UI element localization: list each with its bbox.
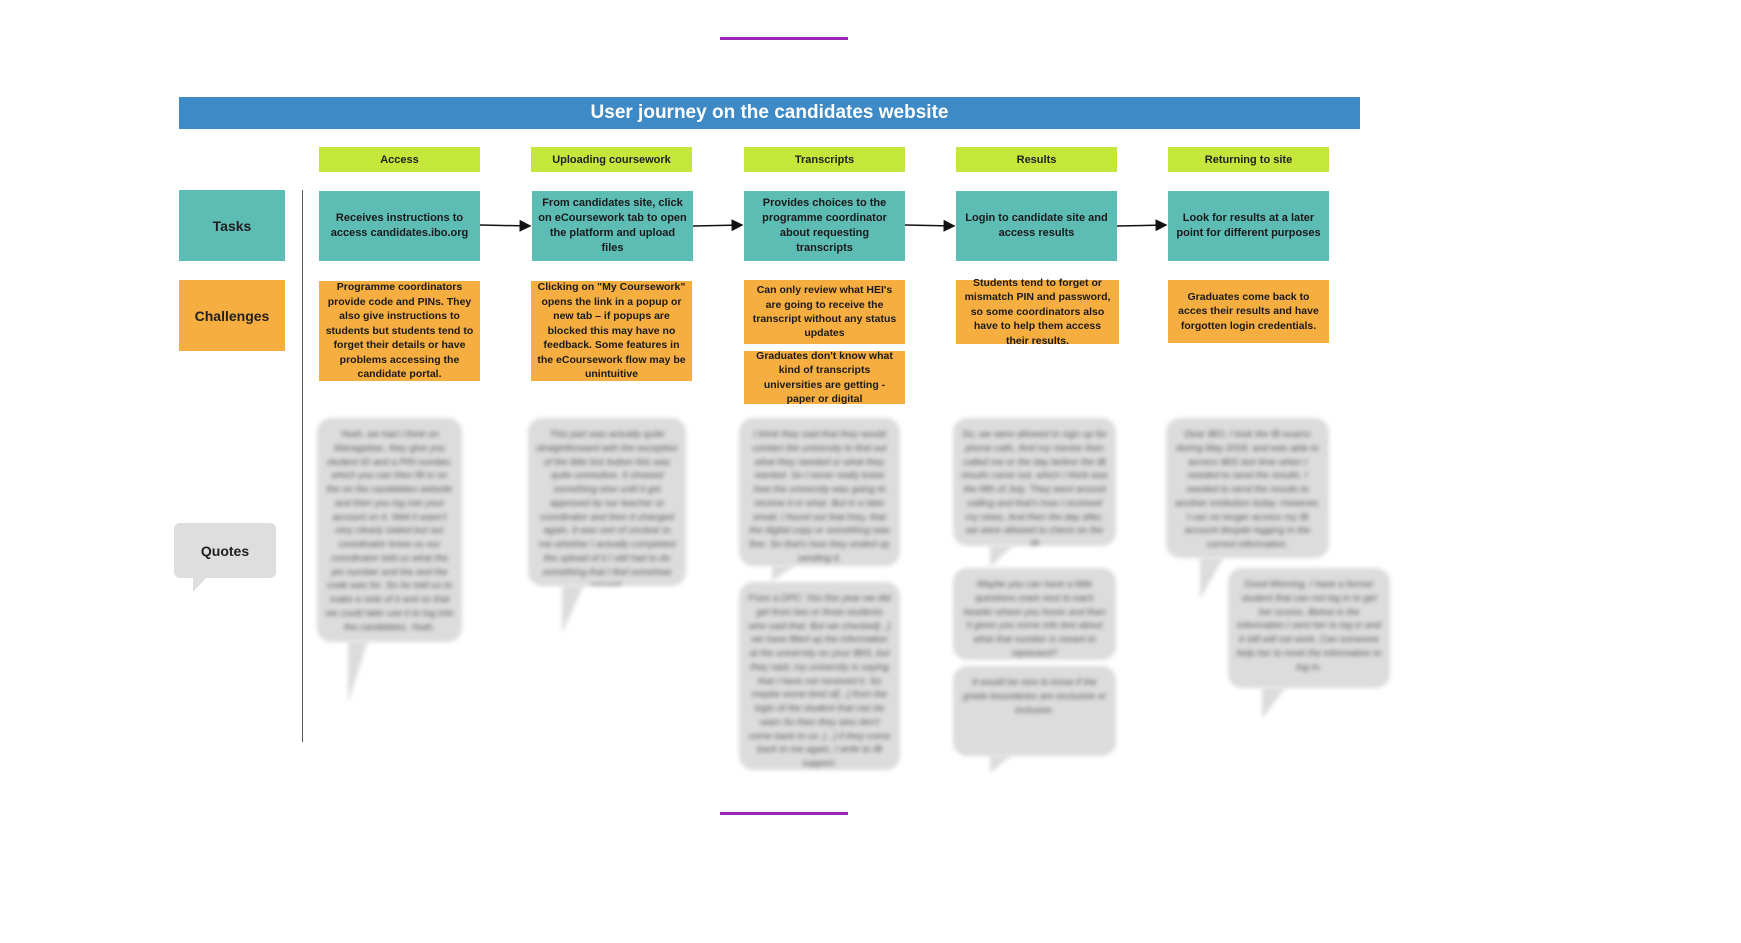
- journey-title: User journey on the candidates website: [590, 102, 949, 123]
- challenge-text: Graduates come back to acces their resul…: [1178, 290, 1319, 332]
- challenge-text: Students tend to forget or mismatch PIN …: [964, 276, 1111, 347]
- quote-bubble-returning-1: Dear IBO, I took the IB exams during May…: [1166, 418, 1329, 558]
- task-text: From candidates site, click on eCoursewo…: [538, 197, 687, 254]
- task-card-returning-to-site: Look for results at a later point for di…: [1168, 191, 1329, 261]
- quote-text: From a DPC: Yes this year we did get fro…: [748, 593, 891, 770]
- quotes-label-tail: [193, 577, 207, 592]
- challenge-card-returning-to-site: Graduates come back to acces their resul…: [1168, 280, 1329, 343]
- task-text: Look for results at a later point for di…: [1176, 212, 1321, 239]
- flow-arrow: [692, 219, 744, 232]
- stage-header-transcripts: Transcripts: [744, 147, 905, 172]
- challenge-text: Programme coordinators provide code and …: [325, 281, 474, 381]
- quotes-label-text: Quotes: [200, 542, 250, 559]
- stage-header-access: Access: [319, 147, 480, 172]
- quote-bubble-transcripts-2: From a DPC: Yes this year we did get fro…: [739, 582, 900, 770]
- task-text: Receives instructions to access candidat…: [330, 212, 469, 239]
- flow-arrow: [1116, 219, 1168, 232]
- quote-bubble-tail: [990, 755, 1012, 773]
- quote-text: Maybe you can have a little questions ma…: [963, 579, 1106, 659]
- quote-bubble-uploading-coursework: This part was actually quite straightfor…: [528, 418, 686, 586]
- quote-bubble-tail: [562, 585, 584, 633]
- quote-bubble-tail: [348, 641, 368, 703]
- stage-header-label: Uploading coursework: [552, 153, 671, 166]
- task-card-access: Receives instructions to access candidat…: [319, 191, 480, 261]
- challenge-text: Clicking on "My Coursework" opens the li…: [537, 281, 686, 381]
- challenges-row-label: Challenges: [179, 280, 285, 351]
- flow-arrow: [904, 219, 956, 232]
- tasks-label-text: Tasks: [212, 217, 252, 234]
- challenge-text: Can only review what HEI's are going to …: [752, 284, 897, 340]
- quote-bubble-results-1: So, we were allowed to sign up for phone…: [953, 418, 1116, 546]
- quotes-row-label: Quotes: [174, 523, 276, 578]
- quote-text: Yeah, we had I think on Managebac, they …: [325, 429, 454, 633]
- quote-bubble-results-3: It would be nice to know if the grade bo…: [953, 666, 1116, 756]
- stage-header-returning-to-site: Returning to site: [1168, 147, 1329, 172]
- quote-bubble-results-2: Maybe you can have a little questions ma…: [953, 568, 1116, 660]
- stage-header-label: Access: [380, 153, 419, 166]
- task-card-uploading-coursework: From candidates site, click on eCoursewo…: [532, 191, 693, 261]
- quote-bubble-tail: [1262, 687, 1286, 719]
- challenge-card-access: Programme coordinators provide code and …: [319, 281, 480, 381]
- quote-bubble-transcripts-1: I think they said that they would contac…: [739, 418, 900, 566]
- challenges-label-text: Challenges: [194, 307, 270, 324]
- challenge-card-results: Students tend to forget or mismatch PIN …: [956, 277, 1119, 347]
- row-divider-line: [302, 190, 303, 742]
- task-card-results: Login to candidate site and access resul…: [956, 191, 1117, 261]
- quote-bubble-returning-2: Good Morning, I have a former student th…: [1228, 568, 1390, 688]
- tasks-row-label: Tasks: [179, 190, 285, 261]
- quote-bubble-tail: [772, 565, 796, 581]
- quote-text: So, we were allowed to sign up for phone…: [961, 429, 1108, 546]
- quote-text: Dear IBO, I took the IB exams during May…: [1174, 429, 1321, 551]
- task-text: Login to candidate site and access resul…: [965, 212, 1108, 239]
- quote-text: This part was actually quite straightfor…: [536, 429, 678, 586]
- challenge-card-transcripts-status: Can only review what HEI's are going to …: [744, 280, 905, 344]
- top-accent-line: [720, 37, 848, 40]
- quote-bubble-tail: [990, 545, 1014, 567]
- stage-header-results: Results: [956, 147, 1117, 172]
- flow-arrow: [479, 219, 532, 232]
- challenge-card-transcripts-type: Graduates don't know what kind of transc…: [744, 349, 905, 405]
- task-text: Provides choices to the programme coordi…: [762, 197, 887, 254]
- quote-text: Good Morning, I have a former student th…: [1236, 579, 1382, 673]
- stage-header-label: Results: [1016, 153, 1057, 166]
- quote-text: I think they said that they would contac…: [749, 429, 890, 564]
- quote-text: It would be nice to know if the grade bo…: [962, 677, 1107, 716]
- journey-title-banner: User journey on the candidates website: [179, 97, 1360, 129]
- stage-header-label: Returning to site: [1204, 153, 1293, 166]
- task-card-transcripts: Provides choices to the programme coordi…: [744, 191, 905, 261]
- challenge-text: Graduates don't know what kind of transc…: [756, 349, 893, 405]
- stage-header-uploading-coursework: Uploading coursework: [531, 147, 692, 172]
- challenge-card-uploading-coursework: Clicking on "My Coursework" opens the li…: [531, 281, 692, 381]
- quote-bubble-access: Yeah, we had I think on Managebac, they …: [317, 418, 462, 642]
- bottom-accent-line: [720, 812, 848, 815]
- stage-header-label: Transcripts: [794, 153, 855, 166]
- quote-bubble-tail: [1200, 557, 1224, 599]
